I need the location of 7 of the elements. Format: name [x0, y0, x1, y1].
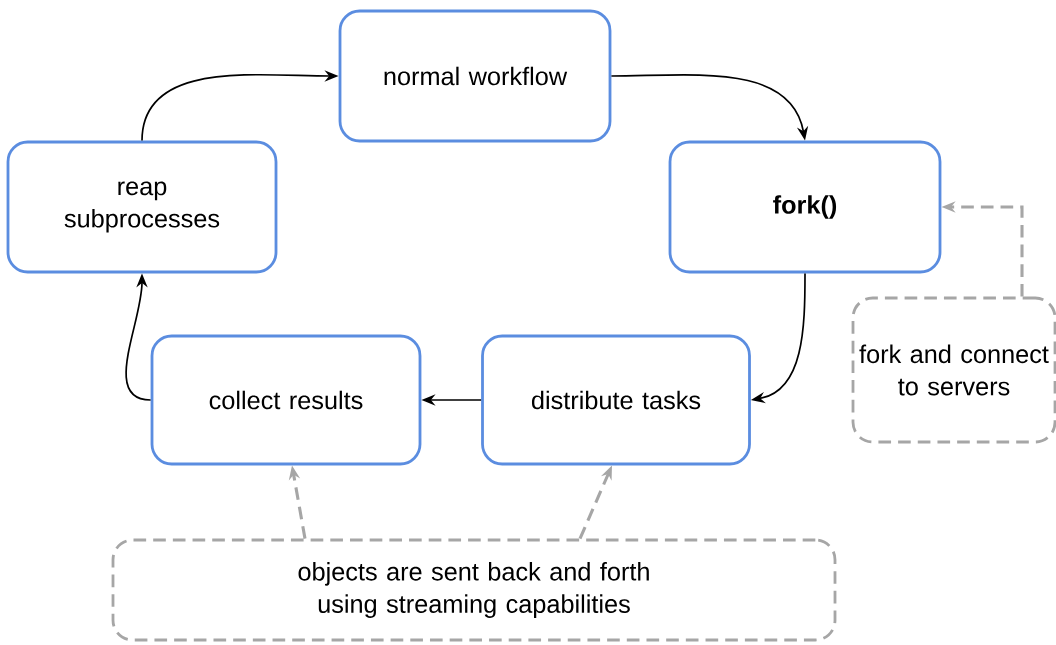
- process-box: distribute tasks: [481, 334, 751, 466]
- note-box: objects are sent back and forth using streaming capabilities: [111, 538, 837, 642]
- note-box: fork and connect to servers: [851, 296, 1056, 444]
- process-box: collect results: [150, 334, 422, 466]
- process-box: fork(): [668, 140, 942, 274]
- process-box: reap subprocesses: [6, 140, 278, 274]
- process-box: normal workflow: [338, 9, 612, 143]
